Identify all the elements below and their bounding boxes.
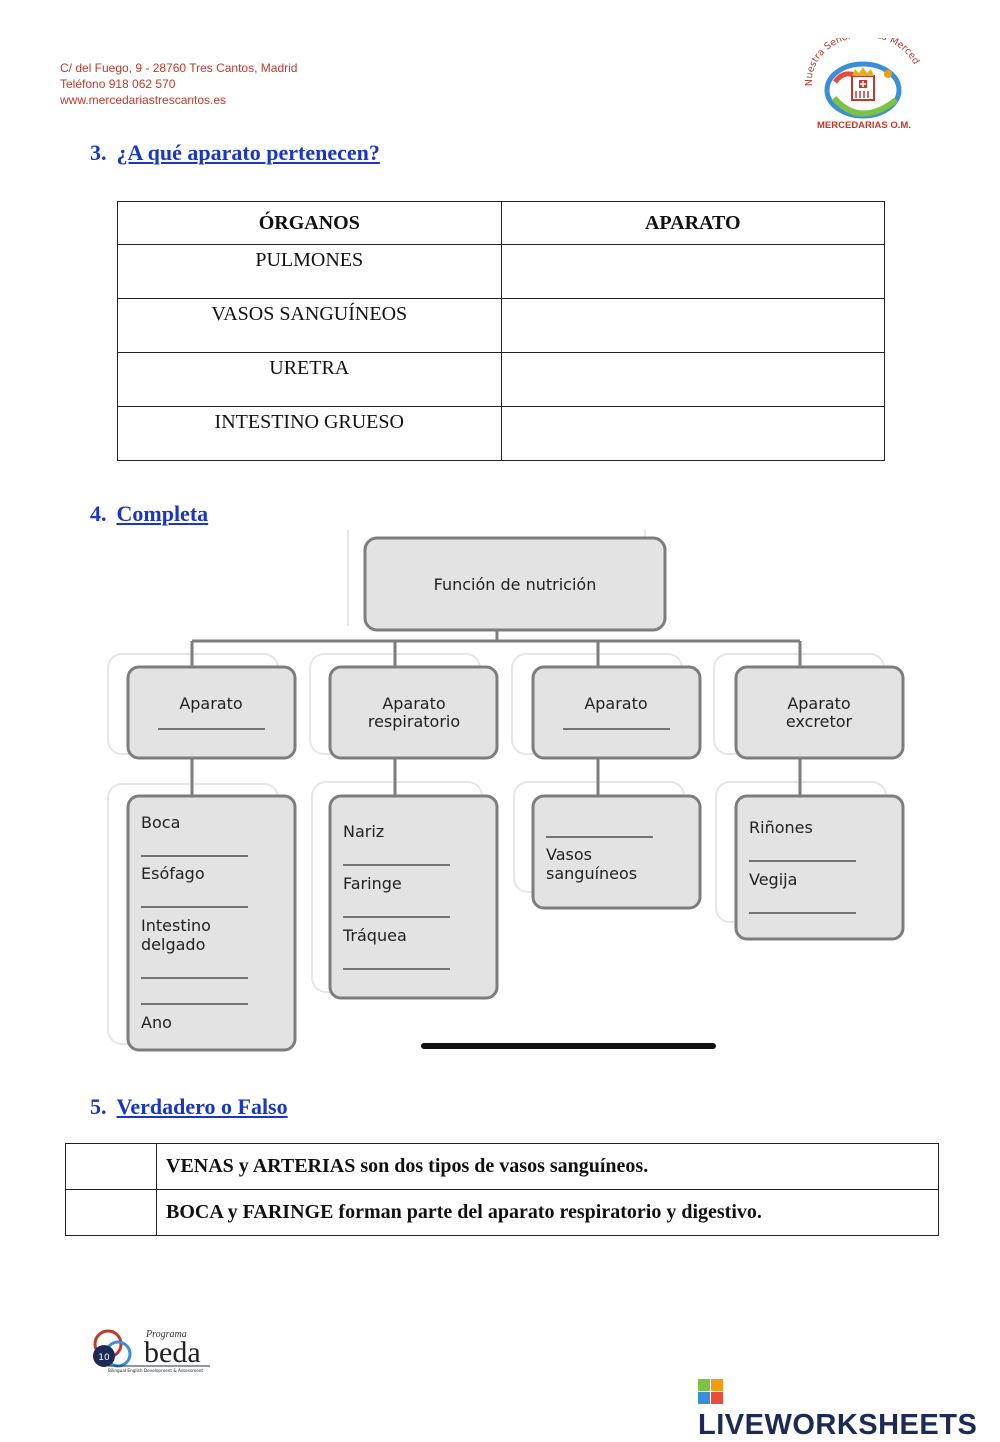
root-node: Función de nutrición <box>363 536 667 632</box>
col-organos: ÓRGANOS <box>117 201 502 245</box>
organ-label: Intestino <box>141 916 211 935</box>
liveworksheets-icon <box>698 1379 723 1404</box>
statement-cell: BOCA y FARINGE forman parte del aparato … <box>156 1189 939 1236</box>
system-label: Aparato <box>787 694 850 713</box>
aparato-answer-field[interactable] <box>500 406 885 461</box>
question-3-title: 3. ¿A qué aparato pertenecen? <box>90 140 380 166</box>
question-4-text: Completa <box>116 501 209 526</box>
organs-excretory-box: Riñones Vegija <box>734 794 905 941</box>
beda-program-label: Programa <box>145 1329 187 1340</box>
question-4-title: 4. Completa <box>90 501 208 527</box>
beda-subtitle: Bilingual English Development & Assessme… <box>108 1368 203 1373</box>
organ-label: Nariz <box>343 822 384 841</box>
logo-caption: MERCEDARIAS O.M. <box>817 120 911 131</box>
school-website: www.mercedariastrescantos.es <box>60 93 227 107</box>
system-label: Aparato <box>179 694 242 713</box>
beda-logo: 10 Programa beda Bilingual English Devel… <box>93 1329 210 1373</box>
organ-label: Esófago <box>141 864 205 883</box>
aparato-answer-field[interactable] <box>500 352 885 407</box>
nutrition-diagram: Función de nutrición Aparato Aparato res… <box>107 530 905 1052</box>
table-row: BOCA y FARINGE forman parte del aparato … <box>65 1189 939 1236</box>
school-phone: Teléfono 918 062 570 <box>60 77 176 91</box>
system-node-respiratory: Aparato respiratorio <box>328 665 499 760</box>
organs-respiratory-box: Nariz Faringe Tráquea <box>328 794 499 1000</box>
table-row: INTESTINO GRUESO <box>117 406 885 461</box>
liveworksheets-brand: LIVEWORKSHEETS <box>698 1376 1000 1442</box>
system-label: Aparato <box>382 694 445 713</box>
school-logo: Nuestra Señora de La Merced MERCEDARIAS … <box>804 38 922 131</box>
root-label: Función de nutrición <box>434 575 597 594</box>
question-5-number: 5. <box>90 1094 107 1119</box>
organs-table-header: ÓRGANOS APARATO <box>117 201 885 245</box>
organ-label: Ano <box>141 1013 172 1032</box>
answer-field[interactable] <box>65 1189 157 1236</box>
organ-cell: INTESTINO GRUESO <box>117 406 502 461</box>
liveworksheets-text: LIVEWORKSHEETS <box>698 1409 978 1441</box>
organ-label: sanguíneos <box>546 864 637 883</box>
organ-label: Vegija <box>749 870 797 889</box>
organ-label: Riñones <box>749 818 813 837</box>
table-row: VENAS y ARTERIAS son dos tipos de vasos … <box>65 1143 939 1190</box>
system-node-digestive: Aparato <box>126 665 297 760</box>
school-address: C/ del Fuego, 9 - 28760 Tres Cantos, Mad… <box>60 61 298 75</box>
true-false-table: VENAS y ARTERIAS son dos tipos de vasos … <box>65 1143 939 1236</box>
organ-label: Tráquea <box>342 926 407 945</box>
col-aparato: APARATO <box>500 201 885 245</box>
organs-circulatory-box: Vasos sanguíneos <box>531 794 702 910</box>
system-node-circulatory: Aparato <box>531 665 702 760</box>
drag-handle-bar[interactable] <box>421 1043 716 1049</box>
system-label: Aparato <box>584 694 647 713</box>
question-5-text: Verdadero o Falso <box>116 1094 288 1119</box>
aparato-answer-field[interactable] <box>500 298 885 353</box>
question-3-text: ¿A qué aparato pertenecen? <box>116 140 380 165</box>
question-3-number: 3. <box>90 140 107 165</box>
organ-label: Vasos <box>546 845 592 864</box>
organ-cell: URETRA <box>117 352 502 407</box>
aparato-answer-field[interactable] <box>500 244 885 299</box>
beda-name: beda <box>144 1336 201 1369</box>
organ-label: Boca <box>141 813 180 832</box>
organs-digestive-box: Boca Esófago Intestino delgado Ano <box>126 794 297 1052</box>
system-label: respiratorio <box>368 712 460 731</box>
question-4-number: 4. <box>90 501 107 526</box>
svg-text:10: 10 <box>98 1353 110 1363</box>
answer-field[interactable] <box>65 1143 157 1190</box>
statement-cell: VENAS y ARTERIAS son dos tipos de vasos … <box>156 1143 939 1190</box>
system-label: excretor <box>786 712 853 731</box>
organ-label: Faringe <box>343 874 402 893</box>
table-row: URETRA <box>117 352 885 407</box>
system-node-excretory: Aparato excretor <box>734 665 905 760</box>
organ-cell: PULMONES <box>117 244 502 299</box>
table-row: PULMONES <box>117 244 885 299</box>
organ-cell: VASOS SANGUÍNEOS <box>117 298 502 353</box>
organ-label: delgado <box>141 935 205 954</box>
question-5-title: 5. Verdadero o Falso <box>90 1094 288 1120</box>
table-row: VASOS SANGUÍNEOS <box>117 298 885 353</box>
organs-table: ÓRGANOS APARATO PULMONES VASOS SANGUÍNEO… <box>117 201 885 461</box>
